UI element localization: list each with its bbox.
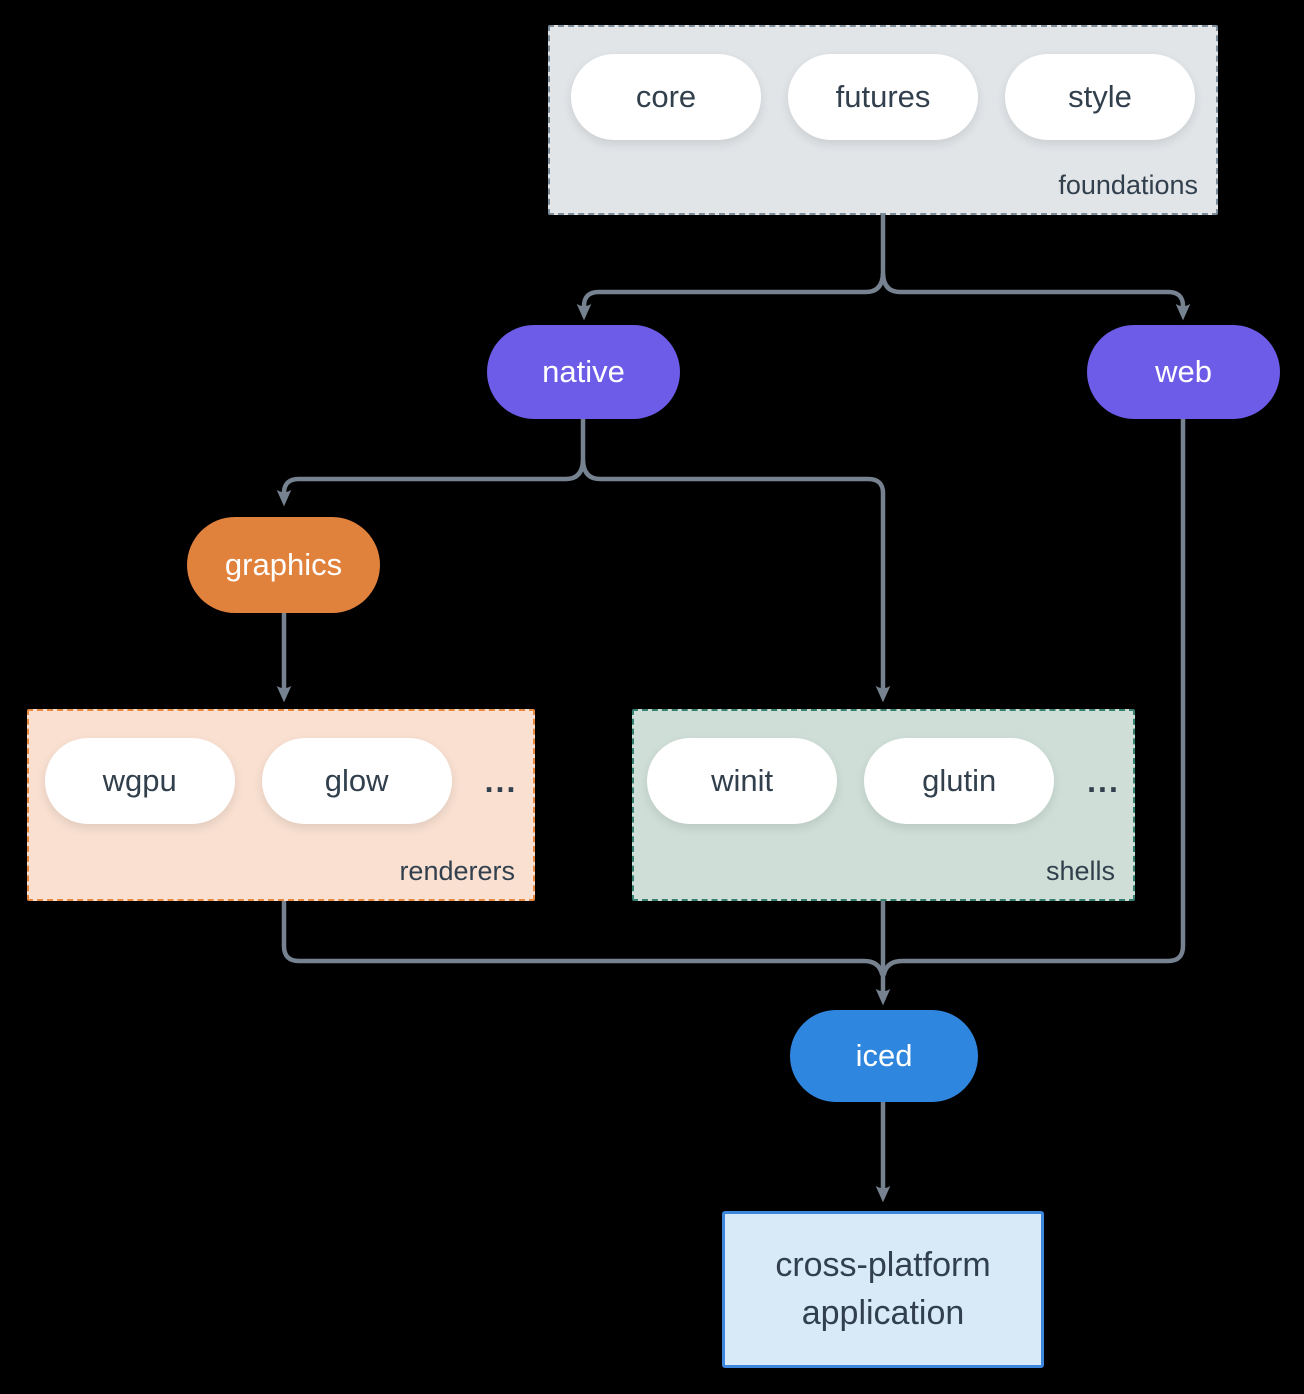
shells-ellipsis: ... bbox=[1087, 762, 1120, 799]
edge-foundations-native bbox=[576, 271, 886, 321]
node-graphics: graphics bbox=[187, 517, 380, 613]
group-renderers: wgpu glow ... renderers bbox=[27, 709, 535, 901]
node-style: style bbox=[1005, 54, 1195, 140]
node-native: native bbox=[487, 325, 680, 419]
edge-native-shells bbox=[580, 458, 891, 703]
renderers-label: renderers bbox=[399, 856, 515, 886]
node-futures: futures bbox=[788, 54, 978, 140]
renderers-ellipsis: ... bbox=[484, 762, 518, 799]
edge-native-graphics bbox=[276, 458, 586, 507]
edge-web-merge bbox=[881, 416, 1186, 977]
node-cross-platform-application: cross-platform application bbox=[722, 1211, 1044, 1368]
group-shells: winit glutin ... shells bbox=[632, 709, 1135, 901]
node-winit: winit bbox=[647, 738, 838, 824]
node-glutin: glutin bbox=[864, 738, 1055, 824]
node-glow: glow bbox=[261, 738, 452, 824]
renderers-pill-row: wgpu glow ... bbox=[29, 738, 533, 824]
node-core: core bbox=[571, 54, 761, 140]
foundations-label: foundations bbox=[1058, 170, 1198, 200]
edge-renderers-merge bbox=[281, 898, 885, 977]
node-iced: iced bbox=[790, 1010, 978, 1102]
node-web: web bbox=[1087, 325, 1280, 419]
shells-pill-row: winit glutin ... bbox=[634, 738, 1133, 824]
group-foundations: core futures style foundations bbox=[548, 25, 1218, 215]
foundations-pill-row: core futures style bbox=[550, 54, 1216, 140]
shells-label: shells bbox=[1045, 856, 1115, 886]
edge-foundations-web bbox=[880, 271, 1191, 321]
node-wgpu: wgpu bbox=[44, 738, 235, 824]
